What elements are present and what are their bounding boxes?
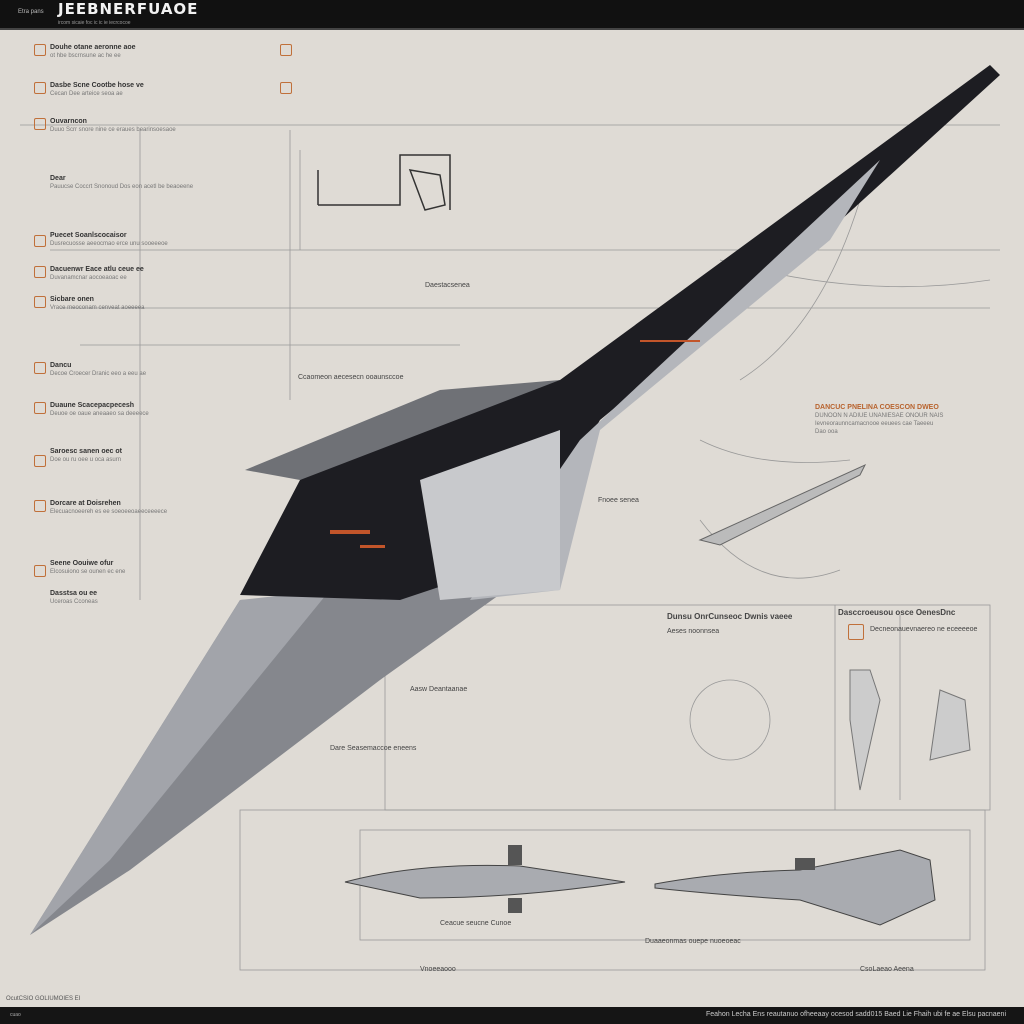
component-icon [34, 296, 46, 308]
component-icon [34, 565, 46, 577]
header-title: JEEBNERFUAOE [58, 0, 199, 18]
detail-panel-right-title: Dasccroeusou osce OenesDnc [838, 608, 956, 617]
side-view-ship-left [344, 845, 626, 913]
center-annotation: Dare Seasemaccoe eneens [330, 745, 417, 752]
component-icon [34, 402, 46, 414]
detail-panel-right-body: Decneonauevnaereo ne eceeeeoe [870, 626, 978, 633]
center-annotation: Daestacsenea [425, 282, 470, 289]
component-icon [34, 362, 46, 374]
component-icon [34, 266, 46, 278]
component-icon [848, 624, 864, 640]
detail-panel-left-body: Aeses noonnsea [667, 628, 720, 635]
component-icon [34, 118, 46, 130]
main-spaceship [30, 65, 1000, 935]
detail-sketches [849, 669, 971, 791]
component-icon [34, 500, 46, 512]
detail-panel-left-title: Dunsu OnrCunseoc Dwnis vaeee [667, 612, 793, 621]
center-annotation: Aasw Deantaanae [410, 686, 468, 693]
side-view-ship-right [654, 849, 936, 926]
side-view-caption: Ceacue seucne Cunoe [440, 920, 512, 927]
footer-left-label: cuao [10, 1012, 21, 1018]
center-annotation: Ccaomeon aecesecn ooaunsccoe [298, 374, 404, 381]
footer-bar: cuao Feahon Lecha Ens reautanuo ofheeaay… [0, 1007, 1024, 1024]
center-annotation: Fnoee senea [598, 497, 639, 504]
component-icon [280, 44, 292, 56]
bottom-left-caption: OcutCSIO GOLIUMOIES EI [6, 996, 81, 1002]
right-annotation: DANCUC PNELINA COESCON DWEO DUNOON N ADI… [815, 404, 944, 435]
side-view-caption: Duaaeonmas ouepe nuoeoeac [645, 938, 741, 945]
header-small-label: Etra pans [18, 9, 44, 15]
header-subtitle: ircom sicaie foc ic ic ie iecrcocoe [58, 20, 131, 26]
small-ship-sketch [698, 463, 867, 546]
footer-text: Feahon Lecha Ens reautanuo ofheeaay oces… [705, 1011, 1006, 1018]
bottom-label: CsoLaeao Aeena [860, 966, 914, 973]
component-icon [34, 82, 46, 94]
schematic-inset [317, 154, 451, 211]
component-icon [280, 82, 292, 94]
component-icon [34, 235, 46, 247]
title-bar: Etra pans JEEBNERFUAOE ircom sicaie foc … [0, 0, 1024, 30]
bottom-label: Vnoeeaooo [420, 966, 456, 973]
component-icon [34, 455, 46, 467]
component-icon [34, 44, 46, 56]
